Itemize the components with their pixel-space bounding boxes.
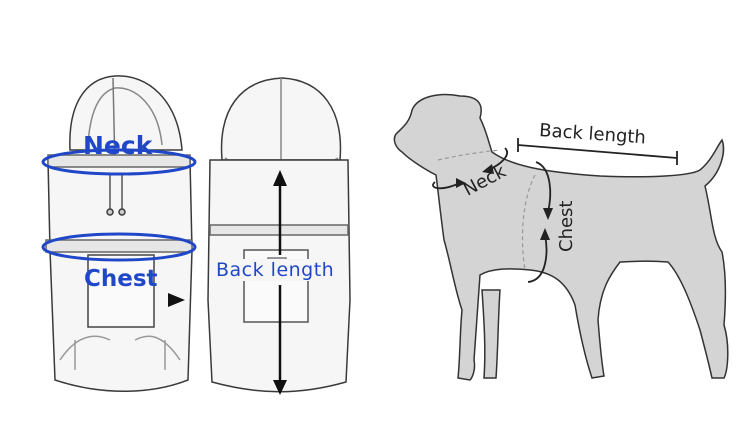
neck-arrowhead-icon [456,178,466,188]
coat-front-illustration [45,75,193,392]
chest-measure-ellipse [41,232,197,262]
coat-neck-label: Neck [83,131,153,160]
dog-back-length-bracket [517,138,678,165]
neck-arrowhead-icon [482,164,494,174]
neck-measure-ellipse [41,148,197,176]
chest-arrowhead-icon [540,228,550,240]
coat-chest-label: Chest [84,266,158,292]
dog-silhouette [393,93,729,381]
pointer-arrow-icon [168,293,185,307]
dog-chest-label: Chest [556,200,577,253]
coat-back-length-label: Back length [214,259,337,281]
back-length-arrow [273,170,287,395]
chest-arrowhead-icon [543,208,553,220]
